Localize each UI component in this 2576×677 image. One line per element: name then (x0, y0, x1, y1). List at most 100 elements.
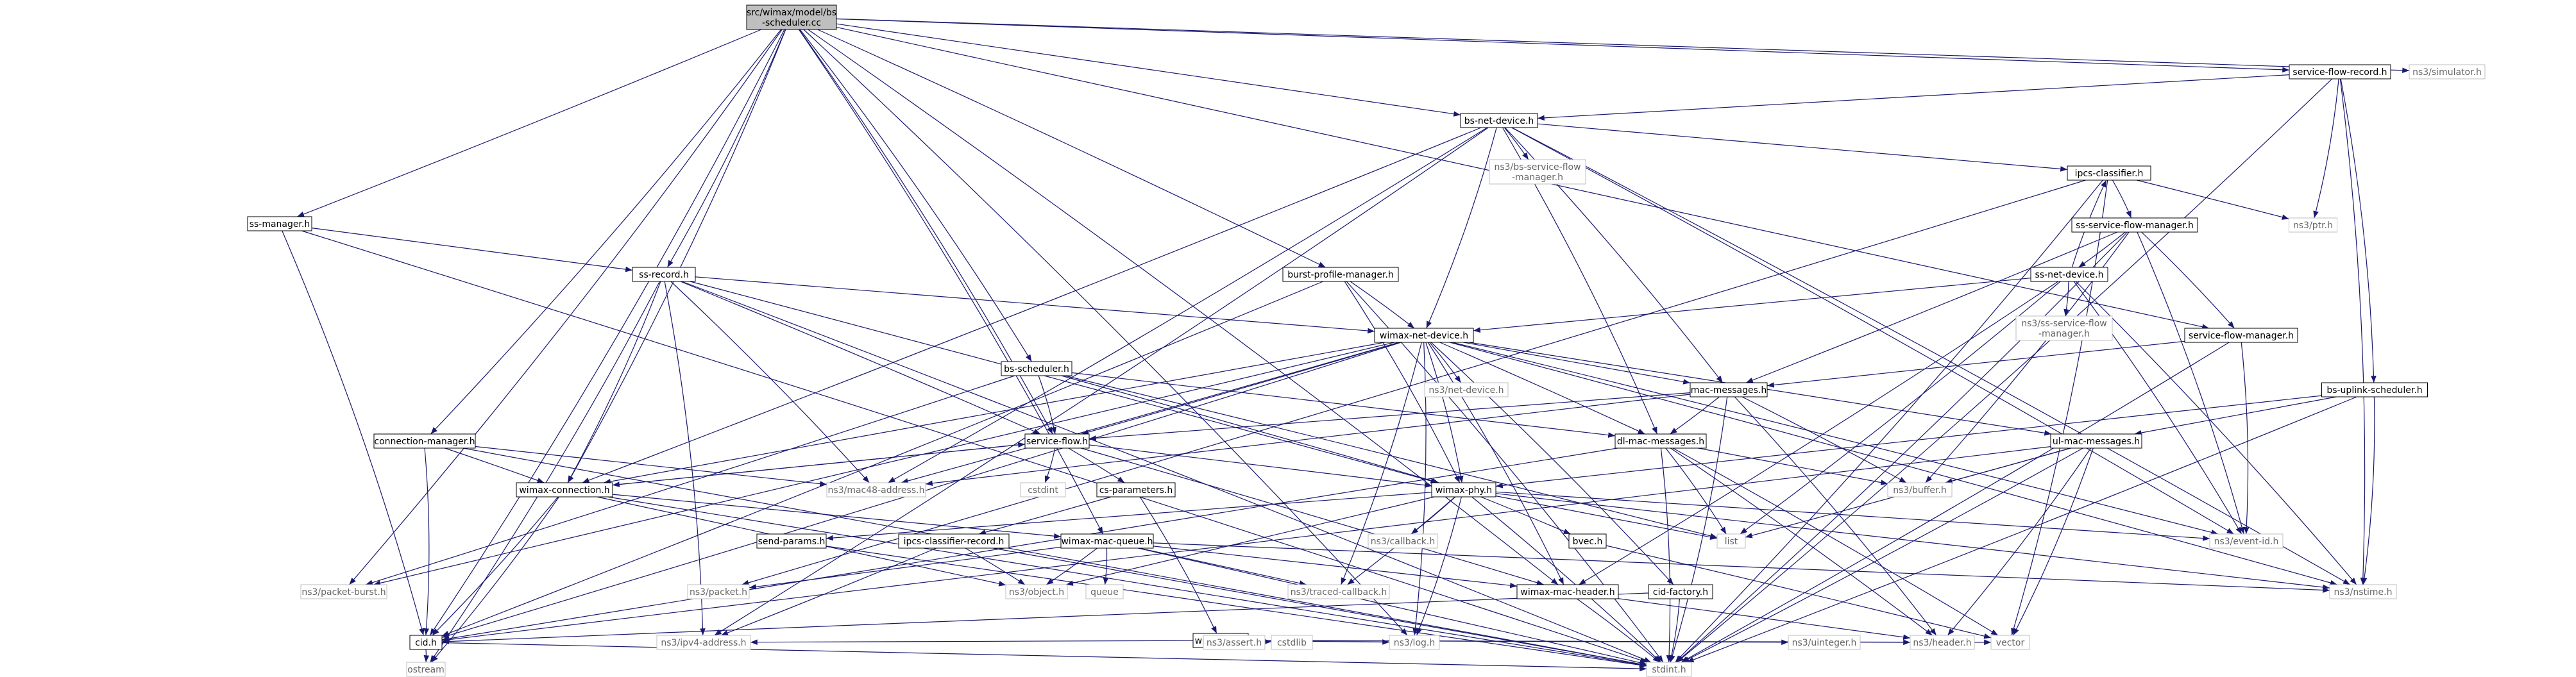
node-label-object-0: ns3/object.h (1009, 587, 1064, 598)
edge-wmq-to-queue (1103, 547, 1109, 585)
node-sendparams[interactable]: send-params.h (756, 533, 827, 549)
node-label-sendparams-0: send-params.h (758, 537, 826, 547)
edge-wmq-to-nstime (1153, 542, 2330, 593)
node-ipcsrec[interactable]: ipcs-classifier-record.h (898, 533, 1010, 549)
edge-bpm-to-wnd (1350, 281, 1415, 329)
node-label-dlmac-0: dl-mac-messages.h (1617, 437, 1704, 447)
node-ssmgr[interactable]: ss-manager.h (247, 216, 312, 231)
edge-ssnd-to-nstime (2075, 281, 2357, 585)
node-macmsg[interactable]: mac-messages.h (1690, 382, 1768, 397)
node-label-queue-0: queue (1090, 587, 1119, 598)
edge-root-to-wmq (798, 29, 1103, 535)
node-label-wmh-0: wimax-mac-header.h (1520, 587, 1614, 598)
node-dlmac[interactable]: dl-mac-messages.h (1614, 433, 1707, 449)
node-sfm[interactable]: service-flow-manager.h (2184, 328, 2298, 343)
edge-bssch-to-dlmac (1071, 372, 1616, 438)
node-bssch[interactable]: bs-scheduler.h (1001, 361, 1072, 376)
edge-ssrec-to-wnd (695, 276, 1375, 334)
edge-ipcs-to-sssfm (2112, 180, 2132, 219)
edge-ssmgr-to-stdint (301, 230, 1647, 663)
edge-bsnd-to-mac48 (888, 127, 1487, 483)
node-label-nsssfm-0: ns3/ss-service-flow (2021, 319, 2106, 329)
node-wphy[interactable]: wimax-phy.h (1431, 482, 1496, 497)
node-label-csparam-0: cs-parameters.h (1099, 485, 1173, 496)
edge-wnd-to-nstime (1450, 342, 2337, 586)
node-box-cid (409, 635, 443, 650)
edge-sfm-to-stdint (1681, 342, 2230, 663)
node-wmh[interactable]: wimax-mac-header.h (1516, 584, 1619, 599)
node-ulmac[interactable]: ul-mac-messages.h (2050, 433, 2142, 449)
node-label-sf-0: service-flow.h (1026, 437, 1088, 447)
node-bsul[interactable]: bs-uplink-scheduler.h (2321, 382, 2428, 397)
node-wmq[interactable]: wimax-mac-queue.h (1060, 533, 1154, 549)
node-bsnd[interactable]: bs-net-device.h (1460, 113, 1538, 128)
node-wnd[interactable]: wimax-net-device.h (1374, 328, 1474, 343)
edge-root-to-ssrec (666, 29, 786, 268)
node-bpm[interactable]: burst-profile-manager.h (1282, 267, 1399, 282)
edge-ipcsrec-to-ipv4 (720, 547, 937, 636)
edge-root-to-sim (836, 18, 2410, 74)
edge-sfr-to-ptr (2313, 78, 2339, 219)
node-root[interactable]: src/wimax/model/bs-scheduler.cc (746, 4, 837, 30)
edge-dlmac-to-vector (1672, 447, 1999, 636)
edge-bsnd-to-nstime (1511, 127, 2351, 585)
node-ipcs[interactable]: ipcs-classifier.h (2067, 165, 2151, 181)
node-sssfm[interactable]: ss-service-flow-manager.h (2071, 217, 2198, 233)
edge-macmsg-to-dlmac (1670, 396, 1720, 435)
node-cidfactory[interactable]: cid-factory.h (1648, 584, 1713, 599)
edge-sssfm-to-macmsg (1745, 231, 2118, 383)
edge-wconn-to-sf (612, 442, 1026, 486)
node-bvec[interactable]: bvec.h (1568, 533, 1607, 549)
node-box-queue (1085, 584, 1124, 599)
node-box-callback (1368, 533, 1438, 549)
edge-wtlv-to-ipv4 (750, 639, 1194, 645)
node-label-uinteger-0: ns3/uinteger.h (1792, 638, 1857, 648)
node-label-ptr-0: ns3/ptr.h (2293, 221, 2333, 231)
edge-bsnd-to-ipv4 (714, 127, 1489, 636)
edge-ssrec-to-sf (680, 281, 1041, 435)
edge-sfm-to-macmsg (1767, 340, 2185, 388)
node-nstime: ns3/nstime.h (2329, 584, 2397, 599)
node-box-list (1716, 533, 1746, 549)
edge-wmq-to-wmh (1153, 546, 1518, 589)
node-box-root (746, 4, 837, 30)
node-csparam[interactable]: cs-parameters.h (1096, 482, 1176, 497)
edge-ssrec-to-mac48 (670, 281, 870, 483)
node-sf[interactable]: service-flow.h (1024, 433, 1090, 449)
node-ssnd[interactable]: ss-net-device.h (2030, 267, 2108, 282)
edge-root-to-bpm (817, 29, 1326, 268)
node-box-connmgr (373, 433, 476, 449)
node-label-ipcsrec-0: ipcs-classifier-record.h (904, 537, 1004, 547)
node-box-bpm (1282, 267, 1399, 282)
node-vector: vector (1990, 635, 2030, 650)
node-eventid: ns3/event-id.h (2209, 533, 2284, 549)
node-box-pktburst (300, 584, 387, 599)
node-box-tracedcb (1287, 584, 1390, 599)
edge-sendparams-to-stdint (826, 546, 1647, 668)
node-connmgr[interactable]: connection-manager.h (373, 433, 476, 449)
node-box-assert (1203, 635, 1266, 650)
node-box-cstdlib (1271, 635, 1313, 650)
node-sfr[interactable]: service-flow-record.h (2289, 64, 2391, 79)
node-box-ipcs (2067, 165, 2151, 181)
node-ipv4: ns3/ipv4-address.h (656, 635, 751, 650)
edge-ipcs-to-vector (2011, 180, 2108, 636)
edge-wmq-to-tracedcb (1139, 547, 1307, 586)
node-box-ipcsrec (898, 533, 1010, 549)
node-wconn[interactable]: wimax-connection.h (516, 482, 613, 497)
edge-root-to-sf (799, 29, 1053, 435)
node-box-ssnd (2030, 267, 2108, 282)
node-netdev: ns3/net-device.h (1424, 382, 1509, 397)
edge-root-to-bssch (799, 29, 1032, 362)
node-label-wphy-0: wimax-phy.h (1436, 485, 1492, 496)
node-nsssfm: ns3/ss-service-flow-manager.h (2015, 315, 2113, 341)
edge-sssfm-to-stdint (1676, 231, 2128, 663)
node-cid[interactable]: cid.h (409, 635, 443, 650)
node-bssfm: ns3/bs-service-flow-manager.h (1489, 159, 1586, 185)
edge-root-to-sfr (836, 18, 2290, 73)
node-ssrec[interactable]: ss-record.h (632, 267, 696, 282)
node-label-bsnd-0: bs-net-device.h (1464, 116, 1534, 126)
node-label-buffer-0: ns3/buffer.h (1893, 485, 1947, 496)
node-box-wconn (516, 482, 613, 497)
